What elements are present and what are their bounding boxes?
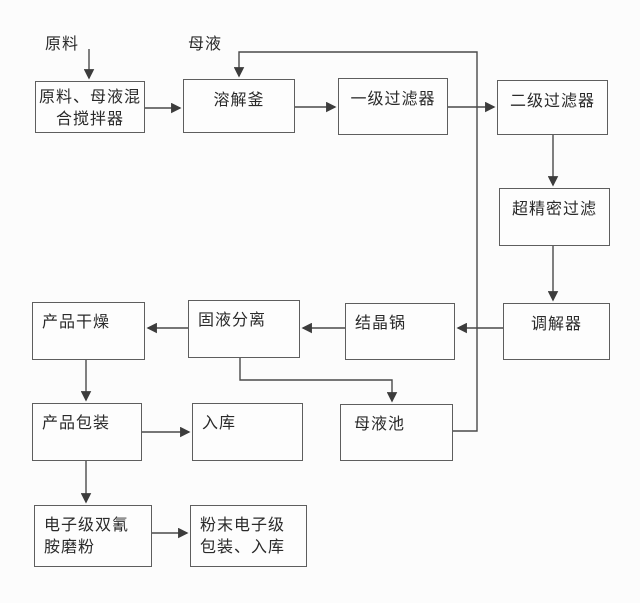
node-warehousing-label: 入库 [202, 413, 237, 432]
node-crystallizer: 结晶锅 [345, 303, 455, 360]
node-solid-liquid-separator: 固液分离 [188, 300, 300, 358]
node-mixer: 原料、母液混 合搅拌器 [35, 81, 145, 133]
node-dicyandiamide-grinding-label: 电子级双氰 胺磨粉 [44, 515, 130, 556]
node-primary-filter-label: 一级过滤器 [350, 89, 436, 108]
node-dissolver-label: 溶解釜 [213, 90, 265, 109]
node-dicyandiamide-grinding: 电子级双氰 胺磨粉 [34, 505, 152, 567]
node-mother-liquor-pool: 母液池 [340, 404, 453, 461]
edge-separator-motherliquorpool [239, 358, 398, 403]
node-primary-filter: 一级过滤器 [338, 78, 448, 135]
node-powder-packaging-warehousing-label: 粉末电子级 包装、入库 [200, 515, 286, 556]
node-mixer-label: 原料、母液混 合搅拌器 [38, 87, 141, 128]
label-mother-liquor: 母液 [188, 34, 223, 53]
node-powder-packaging-warehousing: 粉末电子级 包装、入库 [190, 505, 307, 567]
node-product-packaging: 产品包装 [32, 403, 142, 461]
node-dissolver: 溶解釜 [183, 79, 295, 133]
node-regulator-label: 调解器 [530, 314, 582, 333]
node-secondary-filter: 二级过滤器 [497, 80, 608, 135]
node-ultra-precision-filter: 超精密过滤 [499, 188, 610, 246]
node-regulator: 调解器 [503, 303, 610, 360]
node-warehousing: 入库 [192, 403, 303, 461]
edge-motherliquorpool-dissolver-recycle [233, 51, 478, 432]
node-product-drying: 产品干燥 [32, 302, 145, 360]
node-solid-liquid-separator-label: 固液分离 [198, 310, 267, 329]
node-ultra-precision-filter-label: 超精密过滤 [511, 199, 597, 218]
label-raw-material: 原料 [45, 34, 80, 53]
node-secondary-filter-label: 二级过滤器 [509, 91, 595, 110]
node-mother-liquor-pool-label: 母液池 [354, 414, 406, 433]
node-product-drying-label: 产品干燥 [42, 312, 111, 331]
node-crystallizer-label: 结晶锅 [355, 313, 407, 332]
node-product-packaging-label: 产品包装 [42, 413, 111, 432]
